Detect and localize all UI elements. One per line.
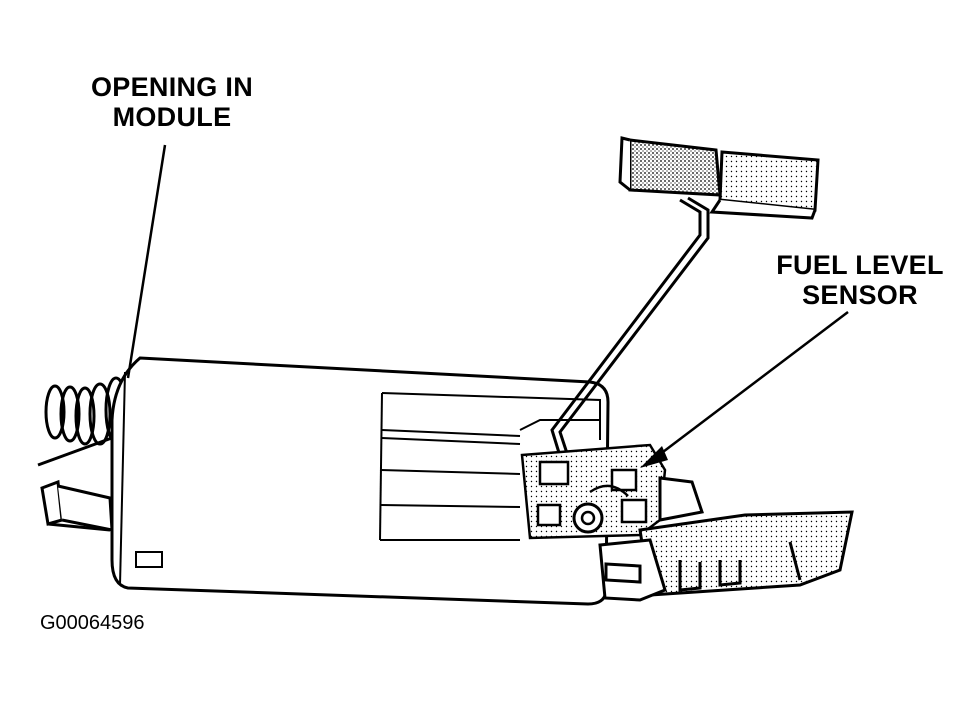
callout-line: FUEL LEVEL <box>776 250 944 280</box>
callout-opening-in-module: OPENING IN MODULE <box>72 72 272 132</box>
fuel-level-sensor-leader <box>654 311 849 459</box>
module-outlet-bracket <box>37 433 121 532</box>
leader-lines <box>126 144 849 459</box>
fuel-level-sensor-arrowhead <box>640 446 668 468</box>
figure-id: G00064596 <box>40 612 145 634</box>
callout-fuel-level-sensor: FUEL LEVEL SENSOR <box>770 250 950 310</box>
fuel-level-sensor <box>520 443 667 540</box>
callout-line: MODULE <box>112 102 232 132</box>
opening-in-module-leader <box>126 144 167 379</box>
callout-line: OPENING IN <box>90 72 254 102</box>
module-side-recess <box>379 392 601 541</box>
float <box>618 136 820 220</box>
fuel-pump-module-body <box>110 356 610 606</box>
reservoir-bracket <box>598 476 854 602</box>
callout-line: SENSOR <box>802 280 918 310</box>
